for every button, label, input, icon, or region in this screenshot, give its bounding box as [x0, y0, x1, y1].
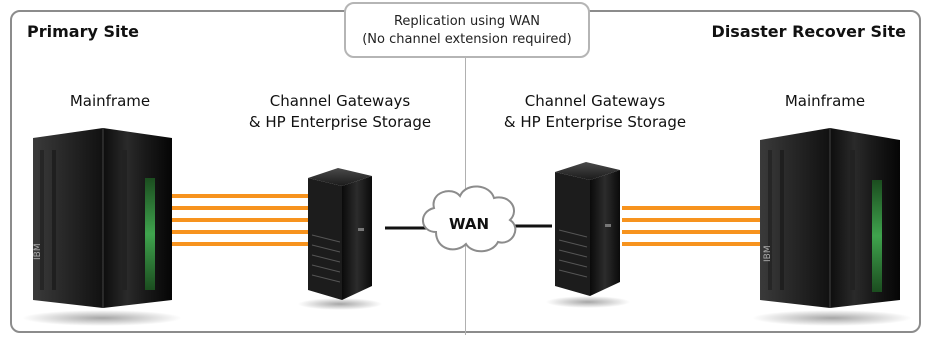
gateway-right-label-line-2: & HP Enterprise Storage: [503, 113, 687, 131]
mainframe-server-icon: IBM: [752, 128, 912, 326]
wan-label: WAN: [449, 215, 489, 233]
gateway-left-label-line-1: Channel Gateways: [269, 92, 411, 110]
callout-line-2: (No channel extension required): [362, 32, 572, 47]
mainframe-left-label: Mainframe: [69, 92, 151, 110]
gateway-left-label: Channel Gateways & HP Enterprise Storage: [230, 91, 450, 133]
gateway-left-label-line-2: & HP Enterprise Storage: [248, 113, 432, 131]
gateway-right-label-line-1: Channel Gateways: [524, 92, 666, 110]
channel-links-left: [172, 194, 310, 246]
callout-line-1: Replication using WAN: [393, 14, 541, 29]
gateway-right-label: Channel Gateways & HP Enterprise Storage: [485, 91, 705, 133]
mainframe-right-label: Mainframe: [784, 92, 866, 110]
mainframe-server-icon: IBM: [22, 128, 182, 326]
storage-tower-icon: [546, 162, 630, 308]
svg-text:IBM: IBM: [763, 245, 773, 262]
primary-site-title: Primary Site: [27, 22, 139, 41]
disaster-site-title: Disaster Recover Site: [711, 22, 906, 41]
cloud-icon: [422, 185, 517, 253]
channel-links-right: [622, 206, 760, 246]
storage-tower-icon: [298, 168, 382, 310]
replication-callout: Replication using WAN (No channel extens…: [344, 2, 590, 58]
svg-text:IBM: IBM: [33, 243, 43, 260]
